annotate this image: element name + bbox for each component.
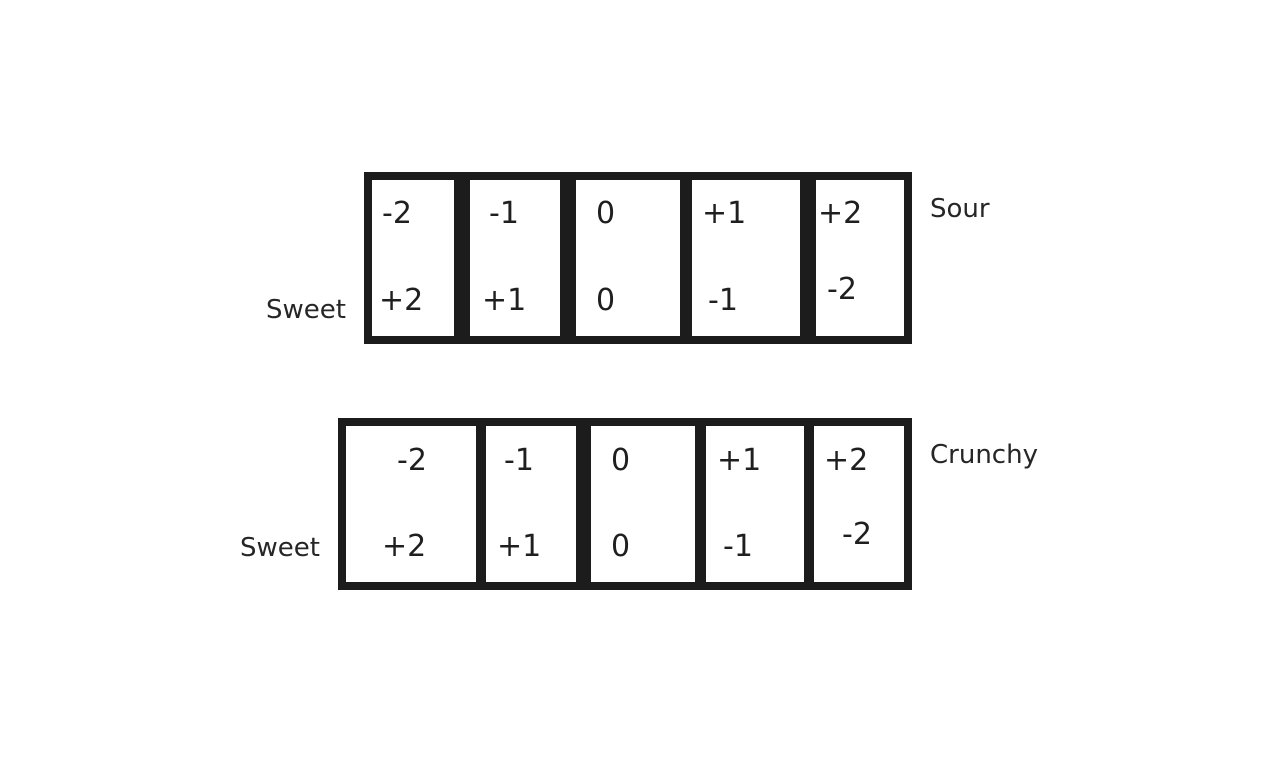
scale-right-label: Crunchy bbox=[930, 440, 1038, 470]
cell-top-value: -1 bbox=[504, 443, 534, 478]
cell-bottom-value: -1 bbox=[723, 529, 753, 564]
scale-left-label: Sweet bbox=[240, 533, 320, 563]
cell-bottom-value: +1 bbox=[497, 529, 542, 564]
scale-left-label: Sweet bbox=[266, 295, 346, 325]
scale-cell bbox=[806, 418, 912, 590]
cell-top-value: -1 bbox=[489, 196, 519, 231]
cell-bottom-value: -2 bbox=[842, 517, 872, 552]
cell-bottom-value: 0 bbox=[611, 529, 631, 564]
cell-top-value: -2 bbox=[382, 196, 412, 231]
scale-cell bbox=[568, 172, 688, 344]
cell-bottom-value: -2 bbox=[827, 272, 857, 307]
cell-bottom-value: +1 bbox=[482, 283, 527, 318]
scale-cell bbox=[364, 172, 462, 344]
cell-bottom-value: -1 bbox=[708, 283, 738, 318]
cell-bottom-value: +2 bbox=[382, 529, 427, 564]
cell-top-value: 0 bbox=[611, 443, 631, 478]
scale-cell bbox=[338, 418, 484, 590]
cell-top-value: +2 bbox=[824, 443, 869, 478]
scale-cell bbox=[808, 172, 912, 344]
scale-cell bbox=[698, 418, 812, 590]
cell-bottom-value: 0 bbox=[596, 283, 616, 318]
cell-bottom-value: +2 bbox=[379, 283, 424, 318]
scale-right-label: Sour bbox=[930, 194, 990, 224]
cell-top-value: -2 bbox=[397, 443, 427, 478]
scale-cell bbox=[462, 172, 568, 344]
scale-cell bbox=[478, 418, 584, 590]
cell-top-value: +2 bbox=[818, 196, 863, 231]
scale-cell bbox=[583, 418, 703, 590]
cell-top-value: 0 bbox=[596, 196, 616, 231]
cell-top-value: +1 bbox=[717, 443, 762, 478]
cell-top-value: +1 bbox=[702, 196, 747, 231]
scale-cell bbox=[684, 172, 808, 344]
